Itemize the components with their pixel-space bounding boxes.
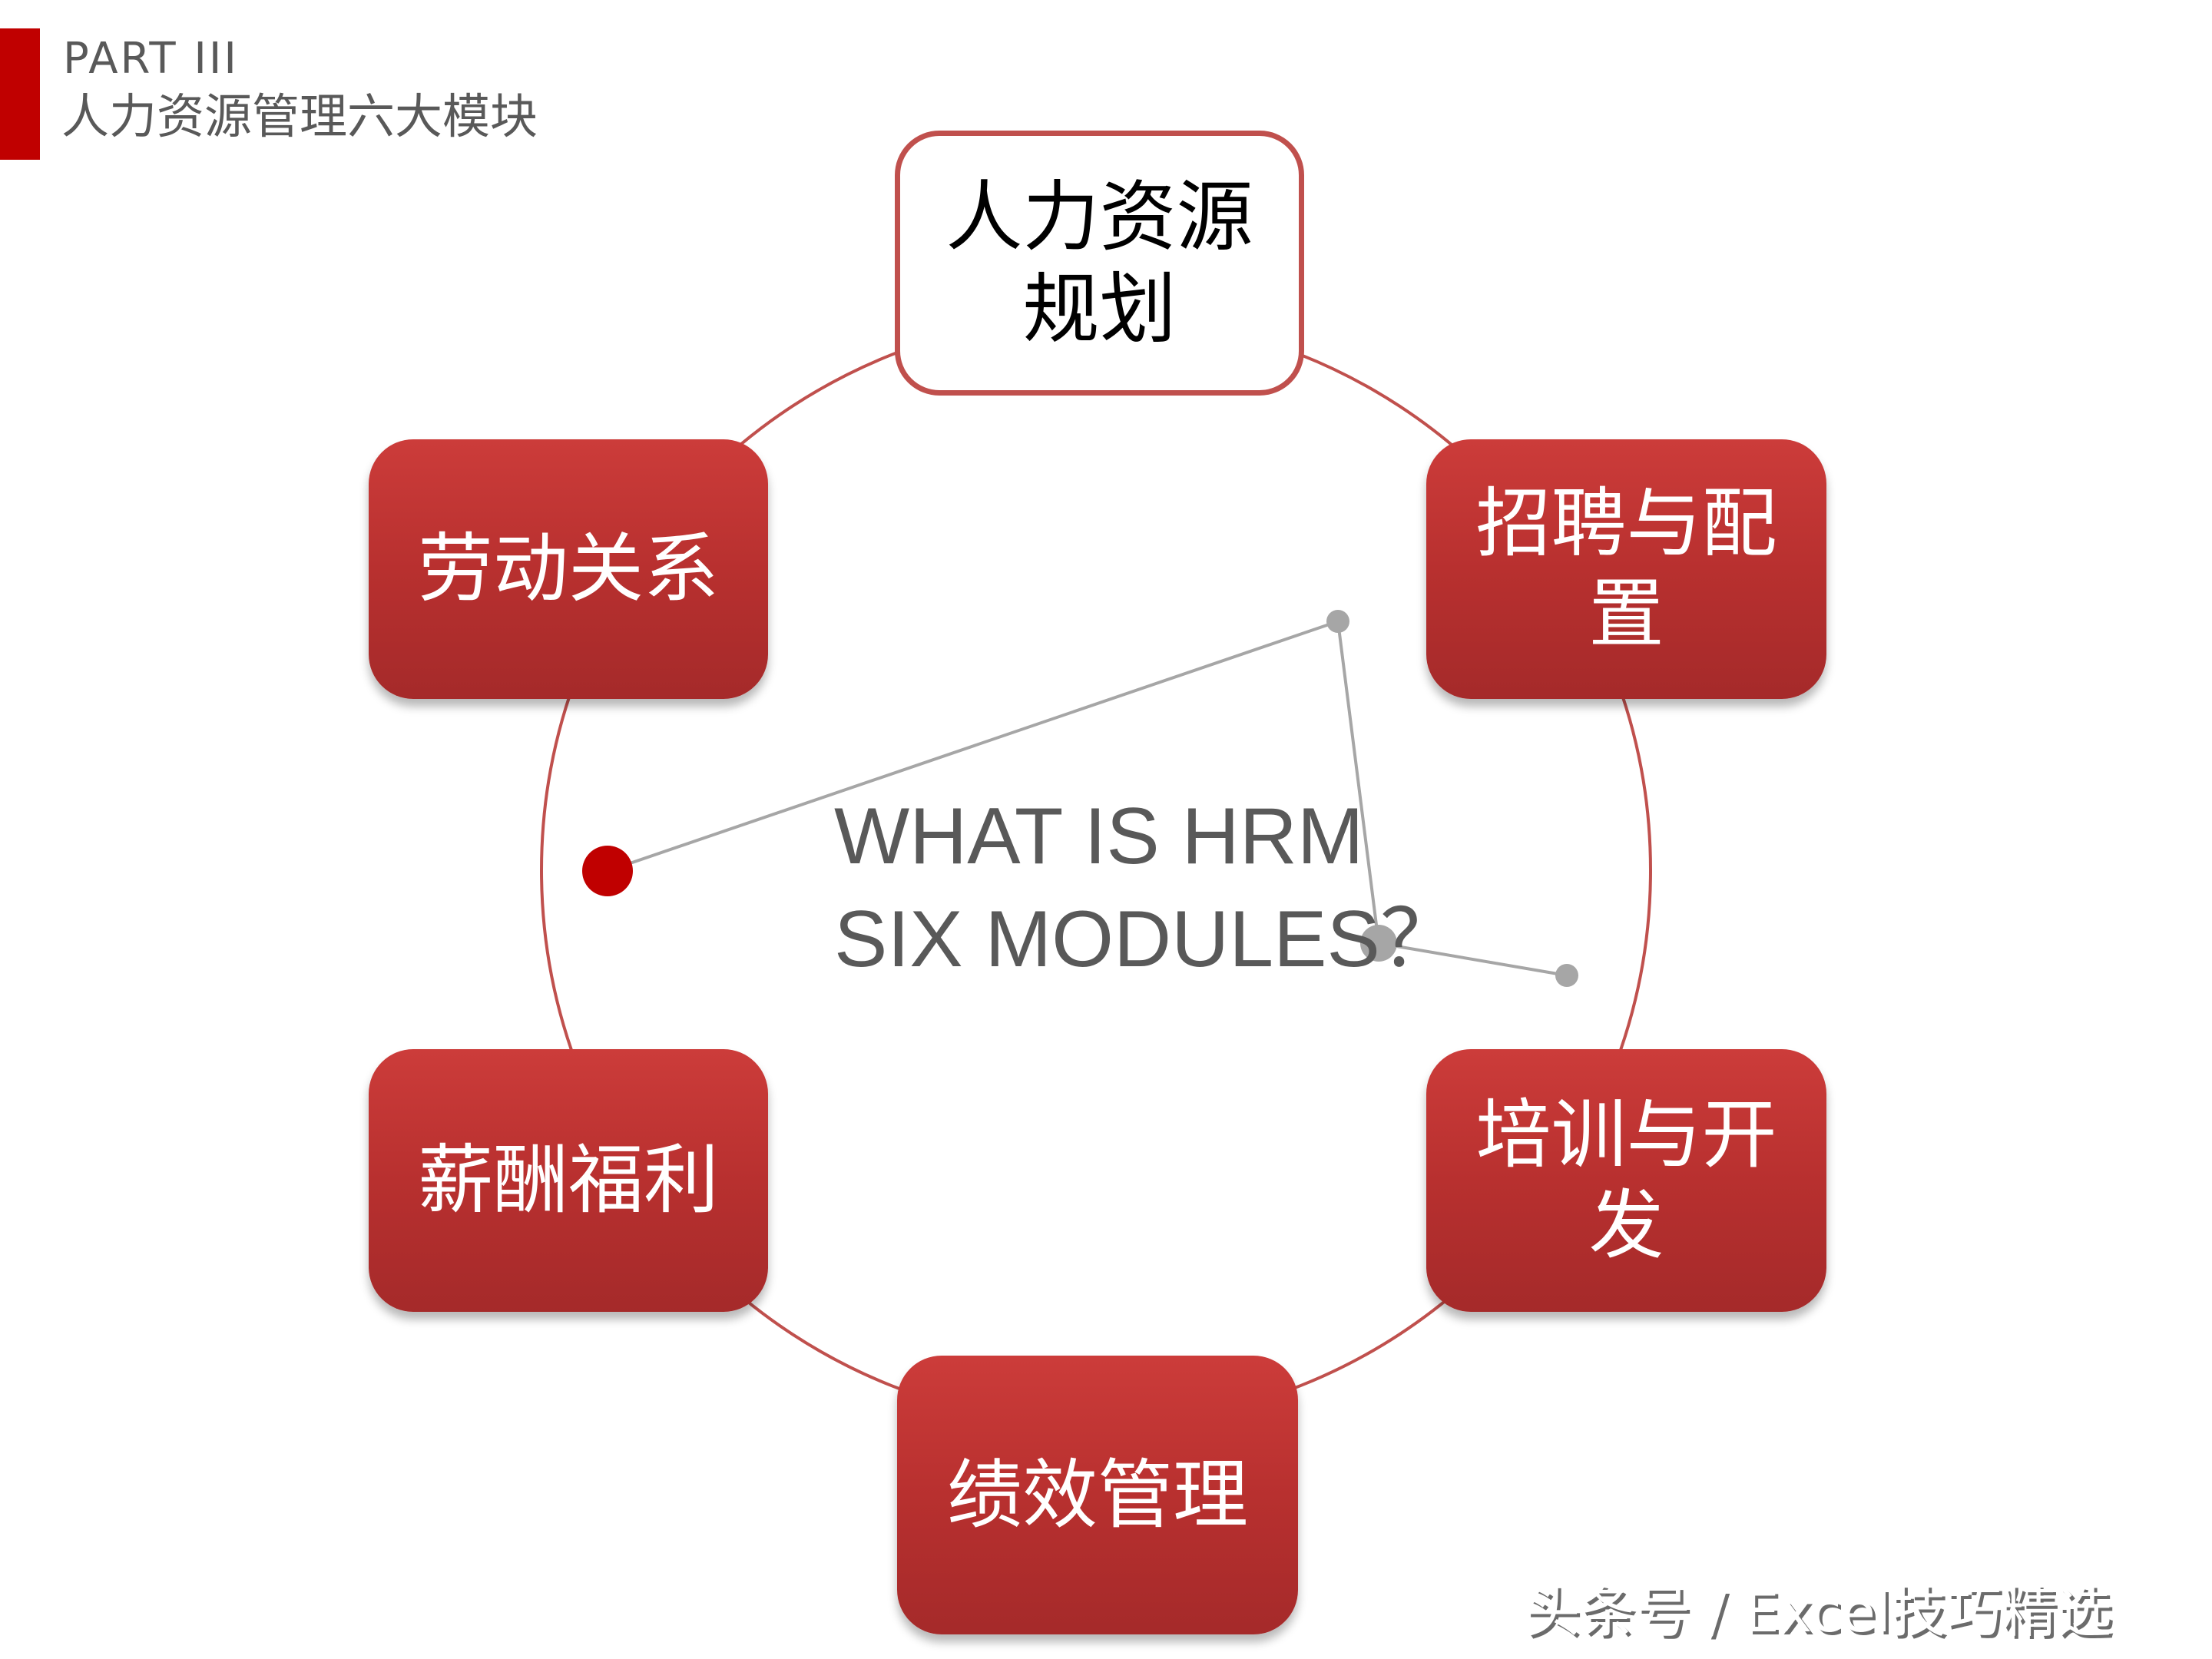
- module-label: 招聘与配置: [1475, 480, 1777, 658]
- accent-dot: [582, 846, 633, 896]
- module-compensation: 薪酬福利: [369, 1049, 768, 1312]
- node-dot: [1326, 610, 1349, 633]
- slide-title: 人力资源管理六大模块: [61, 88, 538, 144]
- module-hr-planning: 人力资源规划: [895, 131, 1304, 396]
- module-labor-relations: 劳动关系: [369, 439, 768, 699]
- module-label: 薪酬福利: [417, 1137, 719, 1224]
- node-dot: [1360, 925, 1397, 962]
- module-recruitment: 招聘与配置: [1426, 439, 1826, 699]
- module-label: 培训与开发: [1475, 1091, 1777, 1270]
- center-question-line2: SIX MODULES？: [834, 895, 1460, 984]
- part-label: PART III: [63, 34, 239, 84]
- center-question: WHAT IS HRM SIX MODULES？: [834, 785, 1460, 991]
- module-label: 绩效管理: [946, 1451, 1248, 1539]
- accent-bar: [0, 28, 40, 160]
- module-training: 培训与开发: [1426, 1049, 1826, 1312]
- module-label: 人力资源规划: [945, 171, 1253, 354]
- watermark: 头条号 / Excel技巧精选: [1525, 1580, 2112, 1644]
- constellation-lines: [607, 619, 1568, 977]
- node-dot: [1555, 964, 1578, 987]
- center-question-line1: WHAT IS HRM: [834, 792, 1364, 881]
- module-label: 劳动关系: [417, 525, 719, 613]
- module-performance: 绩效管理: [897, 1356, 1298, 1634]
